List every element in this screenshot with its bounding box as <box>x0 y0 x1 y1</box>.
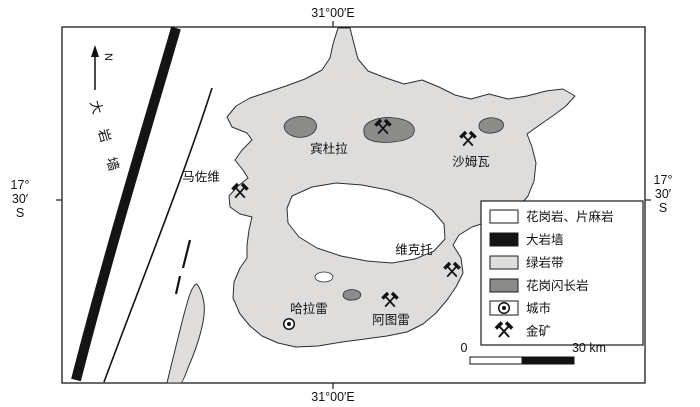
north-label: N <box>102 53 114 61</box>
legend-label: 大岩墙 <box>526 232 564 247</box>
place-label-harare: 哈拉雷 <box>290 301 328 316</box>
latitude-label-left: 17° <box>11 178 30 192</box>
legend-label: 城市 <box>526 301 551 316</box>
latitude-label-left: S <box>16 206 24 220</box>
fault-dash-segments <box>174 239 192 295</box>
great-dyke-band <box>71 26 181 382</box>
granodiorite-patch <box>363 117 415 143</box>
scale-bar-segment <box>521 356 575 365</box>
greenstone-belt <box>226 27 576 348</box>
latitude-label-left: 30′ <box>12 192 29 206</box>
place-label-bindura: 宾杜拉 <box>310 141 348 156</box>
granodiorite-patch <box>478 117 504 134</box>
legend-label: 花岗闪长岩 <box>526 278 589 293</box>
scale-end-label: 30 km <box>572 341 606 355</box>
longitude-label-top: 31°00′E <box>311 6 355 20</box>
legend-label: 金矿 <box>526 324 551 339</box>
granodiorite-swatch <box>489 278 519 293</box>
latitude-label-right: S <box>659 201 667 215</box>
greenstone-swatch <box>489 255 519 270</box>
fault-line <box>103 87 213 383</box>
granodiorite-patch <box>342 289 362 301</box>
north-arrow-head <box>91 45 99 57</box>
place-label-arcturus: 阿图雷 <box>372 313 410 327</box>
legend-box <box>480 200 644 346</box>
scale-bar-segment <box>469 356 523 365</box>
city-icon <box>282 317 296 331</box>
granite-gneiss-swatch <box>489 209 519 224</box>
latitude-label-right: 17° <box>654 173 673 187</box>
city-icon <box>497 301 511 315</box>
place-label-victor: 维克托 <box>395 243 433 257</box>
scale-start-label: 0 <box>461 341 468 355</box>
great-dyke-swatch <box>489 232 519 247</box>
granodiorite-patch <box>283 116 317 138</box>
granite-window-small <box>314 271 334 283</box>
latitude-label-right: 30′ <box>655 187 672 201</box>
greenstone-strip <box>166 283 205 384</box>
longitude-label-bottom: 31°00′E <box>311 390 355 404</box>
place-label-shamva: 沙姆瓦 <box>452 155 490 169</box>
legend-label: 花岗岩、片麻岩 <box>526 209 614 224</box>
place-label-mazowe: 马佐维 <box>182 170 220 184</box>
legend-label: 绿岩带 <box>526 255 564 270</box>
